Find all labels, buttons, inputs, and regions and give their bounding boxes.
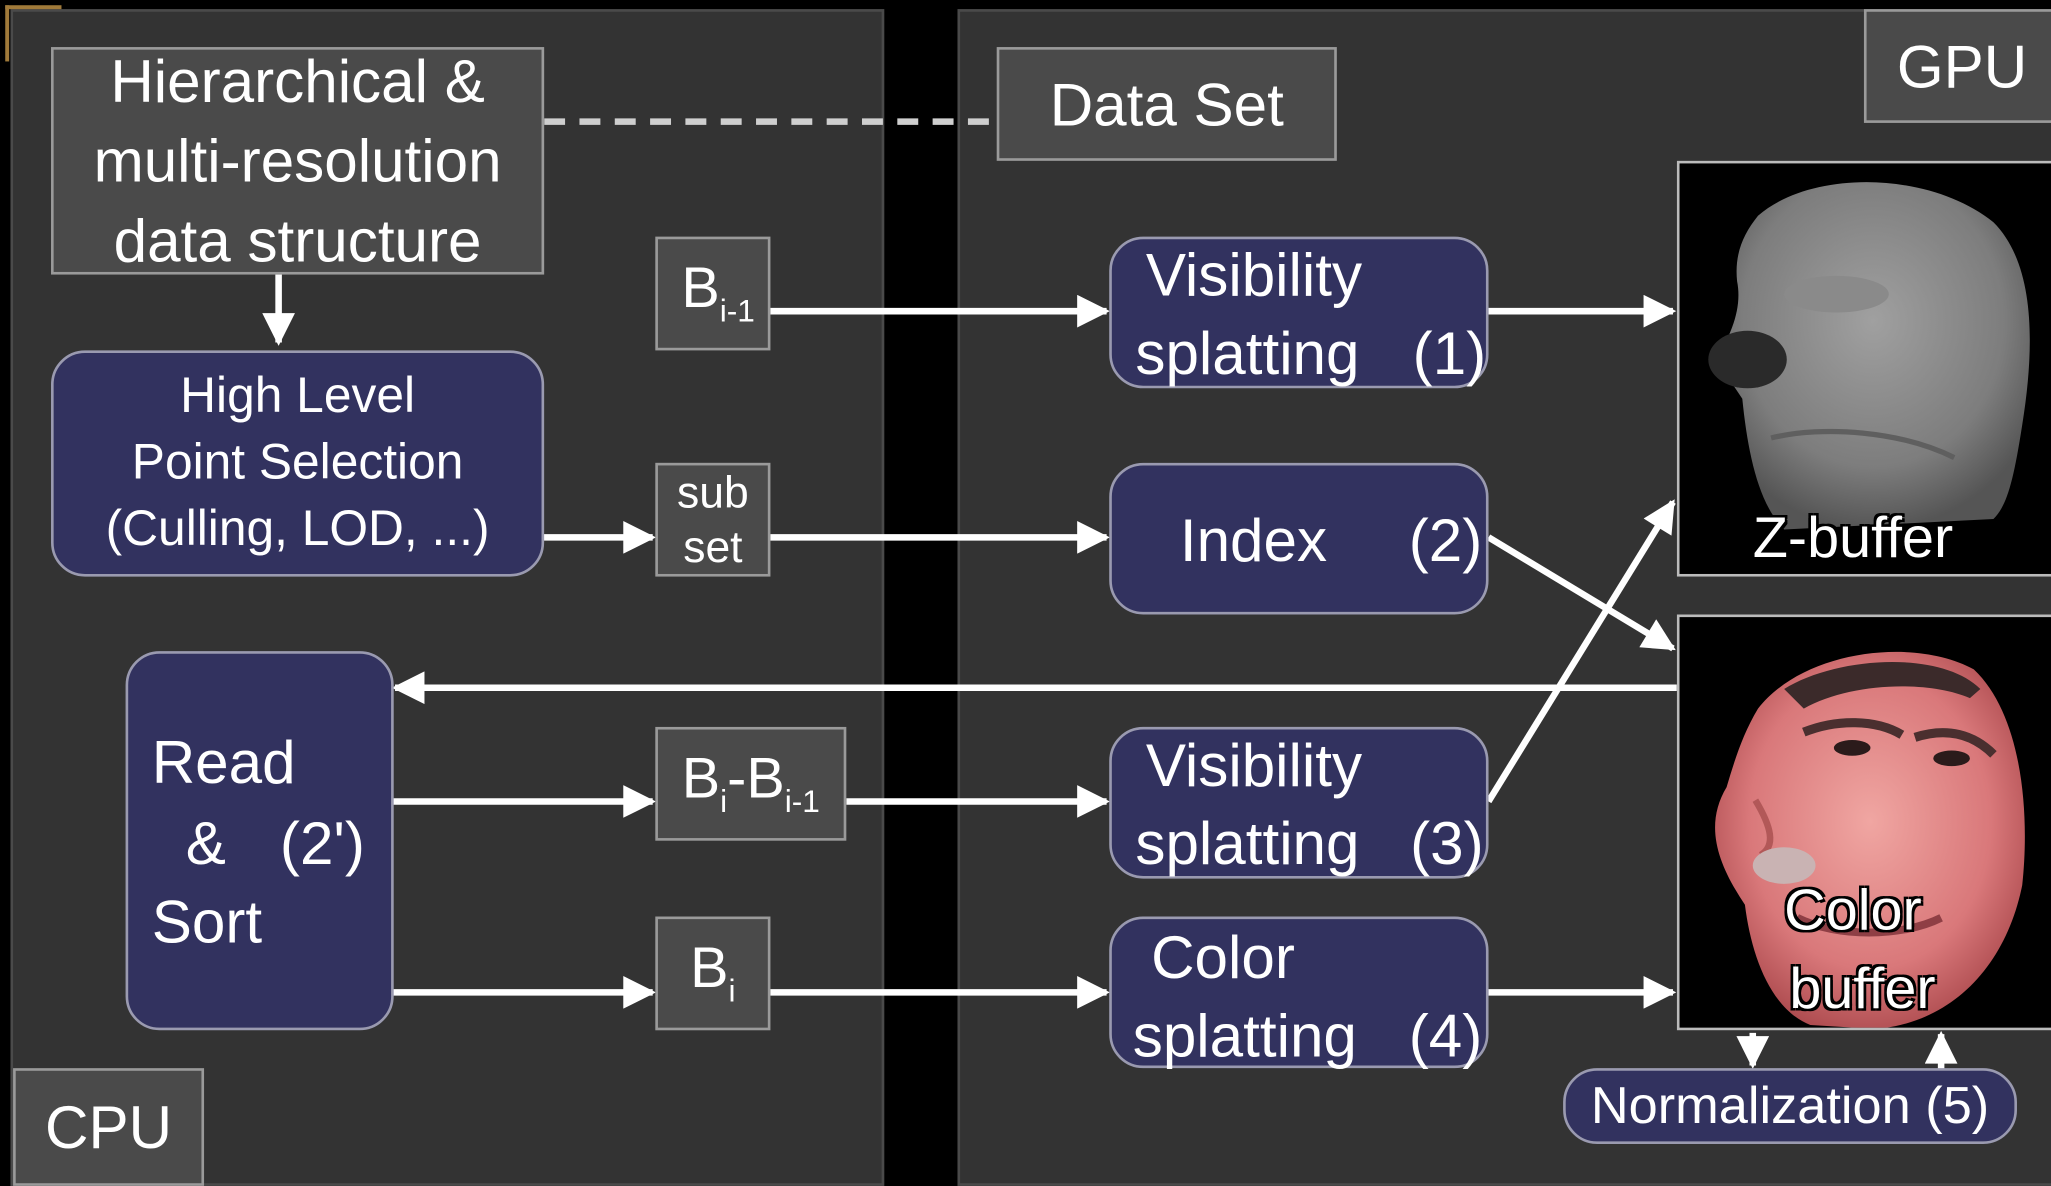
- data-set-box: Data Set: [996, 47, 1337, 161]
- vis3-step-number: (3): [1410, 809, 1484, 878]
- zbuffer-head-depth-image: [1708, 182, 2030, 530]
- index-label: Index: [1179, 505, 1328, 574]
- vis1-line-1: Visibility: [1145, 240, 1363, 309]
- selection-line-3: (Culling, LOD, ...): [105, 502, 490, 557]
- buffer-prev-box: Bi-1: [655, 236, 771, 351]
- buffer-cur-label: Bi: [690, 936, 736, 1010]
- zbuffer-image: Z-buffer: [1676, 160, 2051, 577]
- normalization-box: Normalization (5): [1563, 1068, 2017, 1145]
- index-step-number: (2): [1408, 505, 1483, 574]
- data-set-label: Data Set: [1049, 69, 1284, 138]
- hierarchical-line-2: multi-resolution: [93, 126, 502, 195]
- buffer-diff-box: Bi-Bi-1: [655, 726, 847, 841]
- sort-label: Sort: [151, 887, 263, 956]
- high-level-point-selection-box: High Level Point Selection (Culling, LOD…: [51, 350, 545, 577]
- buffer-diff-label: Bi-Bi-1: [681, 746, 820, 820]
- selection-line-1: High Level: [180, 368, 416, 424]
- vis1-step-number: (1): [1412, 319, 1487, 388]
- cpu-label: CPU: [45, 1093, 173, 1162]
- color4-line-2: splatting: [1132, 1001, 1357, 1070]
- arrow-index-to-colorbuffer: [1486, 534, 1676, 652]
- hierarchical-line-1: Hierarchical &: [110, 46, 485, 115]
- gpu-label-box: GPU: [1863, 9, 2051, 123]
- read-sort-box: Read & (2') Sort: [125, 651, 394, 1031]
- corner-mark: [5, 5, 62, 62]
- color4-line-1: Color: [1151, 923, 1295, 992]
- hierarchical-line-3: data structure: [113, 205, 482, 274]
- buffer-cur-box: Bi: [655, 916, 771, 1031]
- read-label: Read: [151, 728, 296, 797]
- subset-box: sub set: [655, 462, 771, 577]
- visibility-splatting-1-box: Visibility splatting (1): [1109, 236, 1489, 389]
- vis1-line-2: splatting: [1135, 319, 1360, 388]
- color-buffer-face-image: [1715, 651, 2025, 1028]
- color-buffer-label-2: buffer: [1789, 957, 1936, 1022]
- arrow-vis3-to-zbuffer: [1485, 499, 1676, 804]
- selection-line-2: Point Selection: [131, 435, 464, 491]
- zbuffer-label: Z-buffer: [1752, 505, 1954, 571]
- read-sort-ampersand: &: [185, 809, 226, 878]
- color-splatting-4-box: Color splatting (4): [1109, 916, 1489, 1070]
- subset-line-2: set: [683, 522, 743, 573]
- color-buffer-label-1: Color: [1784, 878, 1922, 943]
- gpu-label: GPU: [1896, 32, 2028, 101]
- index-box: Index (2): [1109, 462, 1489, 615]
- hierarchical-data-structure-box: Hierarchical & multi-resolution data str…: [51, 46, 545, 275]
- color4-step-number: (4): [1408, 1001, 1483, 1070]
- visibility-splatting-3-box: Visibility splatting (3): [1109, 726, 1489, 879]
- buffer-prev-label: Bi-1: [681, 256, 755, 330]
- vis3-line-2: splatting: [1135, 809, 1360, 878]
- color-buffer-image: Color buffer: [1676, 614, 2051, 1031]
- subset-line-1: sub: [677, 467, 749, 518]
- read-sort-step-number: (2'): [279, 809, 365, 878]
- vis3-line-1: Visibility: [1145, 730, 1363, 799]
- normalization-label: Normalization (5): [1590, 1076, 1990, 1135]
